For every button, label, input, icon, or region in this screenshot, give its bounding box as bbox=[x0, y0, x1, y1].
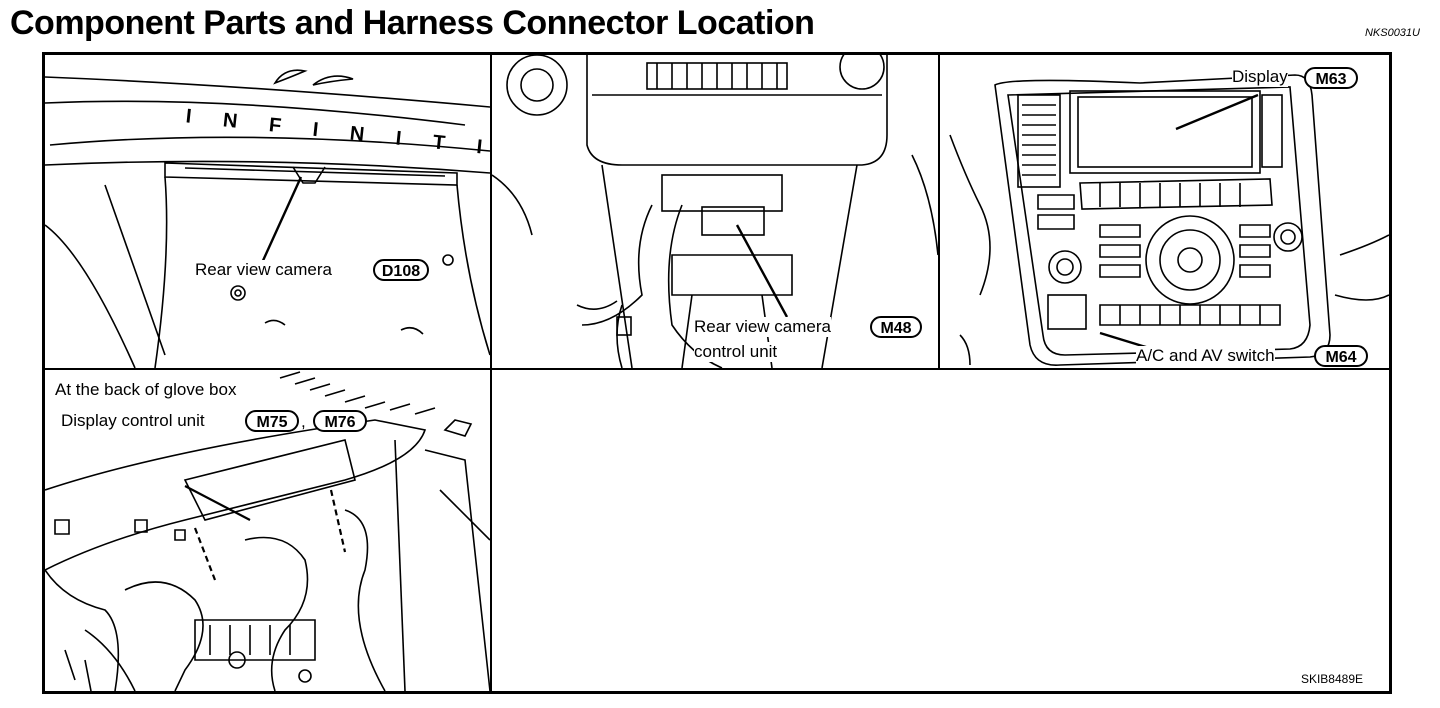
connector-m64-badge: M64 bbox=[1314, 345, 1368, 367]
connector-m48-badge: M48 bbox=[870, 316, 922, 338]
figure-id: SKIB8489E bbox=[1300, 672, 1363, 686]
rear-camera-label: Rear view camera bbox=[195, 260, 332, 280]
page-title: Component Parts and Harness Connector Lo… bbox=[10, 4, 815, 42]
display-unit-illustration bbox=[949, 74, 1389, 366]
connector-separator: , bbox=[301, 412, 306, 431]
glove-box-heading: At the back of glove box bbox=[55, 380, 237, 400]
divider-vertical-2 bbox=[938, 55, 940, 369]
connector-m75-badge: M75 bbox=[245, 410, 299, 432]
emblem-letter: F bbox=[267, 114, 285, 138]
control-unit-label-line1: Rear view camera bbox=[694, 317, 831, 337]
panel-empty bbox=[492, 370, 1389, 691]
panel-display: Display M63 A/C and AV switch M64 bbox=[940, 55, 1389, 368]
divider-horizontal bbox=[45, 368, 1389, 370]
glove-box-illustration bbox=[45, 371, 490, 691]
connector-m76-badge: M76 bbox=[313, 410, 367, 432]
panel-rear-camera: I N F I N I T I Rear view camera D108 bbox=[45, 55, 490, 368]
emblem-letter: T bbox=[431, 131, 449, 155]
emblem-letter: I bbox=[184, 105, 195, 129]
liftgate-illustration bbox=[45, 69, 490, 368]
display-control-unit-label: Display control unit bbox=[61, 411, 205, 431]
display-label: Display bbox=[1232, 67, 1288, 87]
emblem-letter: I bbox=[311, 118, 322, 142]
panel-glove-box: At the back of glove box Display control… bbox=[45, 370, 490, 691]
control-unit-label-line2: control unit bbox=[694, 342, 778, 362]
connector-d108-badge: D108 bbox=[373, 259, 429, 281]
panel-control-unit: Rear view camera control unit M48 bbox=[492, 55, 938, 368]
emblem-letter: N bbox=[348, 122, 368, 147]
diagram-frame: I N F I N I T I Rear view camera D108 bbox=[42, 52, 1392, 694]
ac-av-switch-label: A/C and AV switch bbox=[1136, 346, 1275, 366]
emblem-letter: N bbox=[221, 109, 241, 133]
emblem-letter: I bbox=[394, 127, 405, 151]
document-code: NKS0031U bbox=[1364, 27, 1420, 39]
connector-m63-badge: M63 bbox=[1304, 67, 1358, 89]
divider-vertical-1 bbox=[490, 55, 492, 691]
